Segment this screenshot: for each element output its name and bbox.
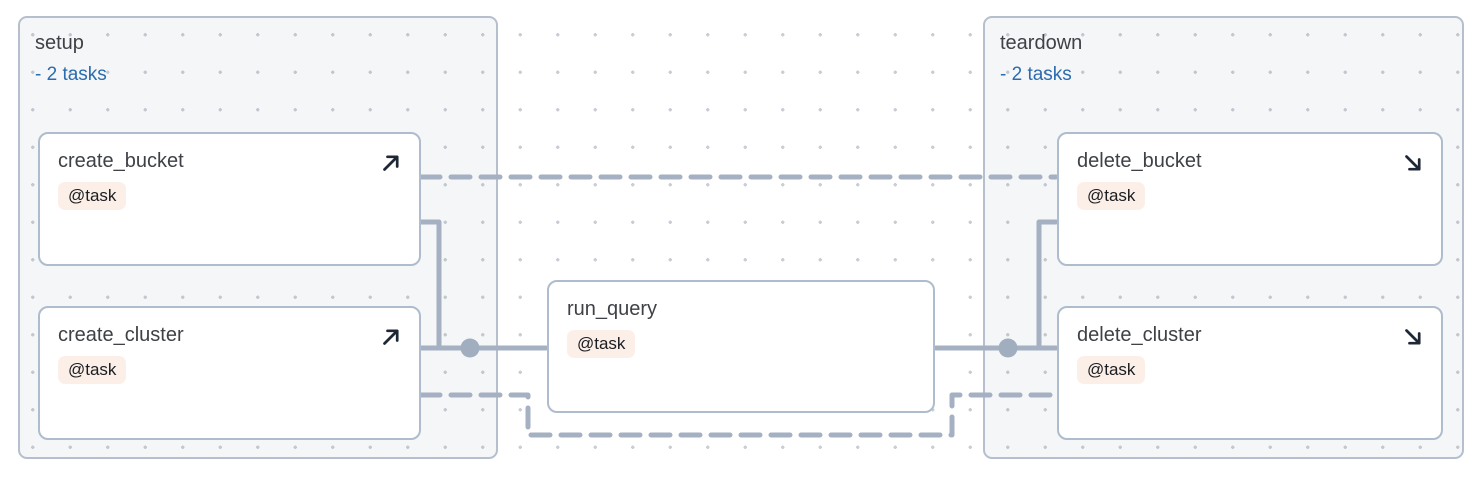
task-node-create_cluster-label: create_cluster — [58, 324, 184, 346]
task-node-create_bucket-label: create_bucket — [58, 150, 184, 172]
arrow-down-right-icon — [1401, 325, 1425, 349]
task-group-teardown-header: teardown - 2 tasks — [985, 18, 1462, 88]
task-node-create_bucket[interactable]: create_bucket @task — [38, 132, 421, 266]
task-node-delete_cluster-label: delete_cluster — [1077, 324, 1202, 346]
task-group-teardown-title: teardown — [1000, 32, 1083, 54]
task-node-delete_bucket-label: delete_bucket — [1077, 150, 1202, 172]
task-node-delete_bucket[interactable]: delete_bucket @task — [1057, 132, 1443, 266]
task-group-setup-collapse-toggle[interactable]: - 2 tasks — [35, 64, 107, 85]
task-decorator-badge: @task — [567, 330, 636, 359]
arrow-down-right-icon — [1401, 151, 1425, 175]
task-group-teardown-collapse-toggle[interactable]: - 2 tasks — [1000, 64, 1072, 85]
arrow-up-right-icon — [379, 325, 403, 349]
task-decorator-badge: @task — [1077, 356, 1146, 385]
task-decorator-badge: @task — [58, 182, 127, 211]
task-node-run_query[interactable]: run_query @task — [547, 280, 935, 413]
task-node-create_cluster[interactable]: create_cluster @task — [38, 306, 421, 440]
arrow-up-right-icon — [379, 151, 403, 175]
task-group-setup-header: setup - 2 tasks — [20, 18, 496, 88]
task-node-run_query-label: run_query — [567, 298, 658, 320]
task-decorator-badge: @task — [1077, 182, 1146, 211]
task-node-delete_cluster[interactable]: delete_cluster @task — [1057, 306, 1443, 440]
task-group-setup-title: setup — [35, 32, 84, 54]
task-decorator-badge: @task — [58, 356, 127, 385]
